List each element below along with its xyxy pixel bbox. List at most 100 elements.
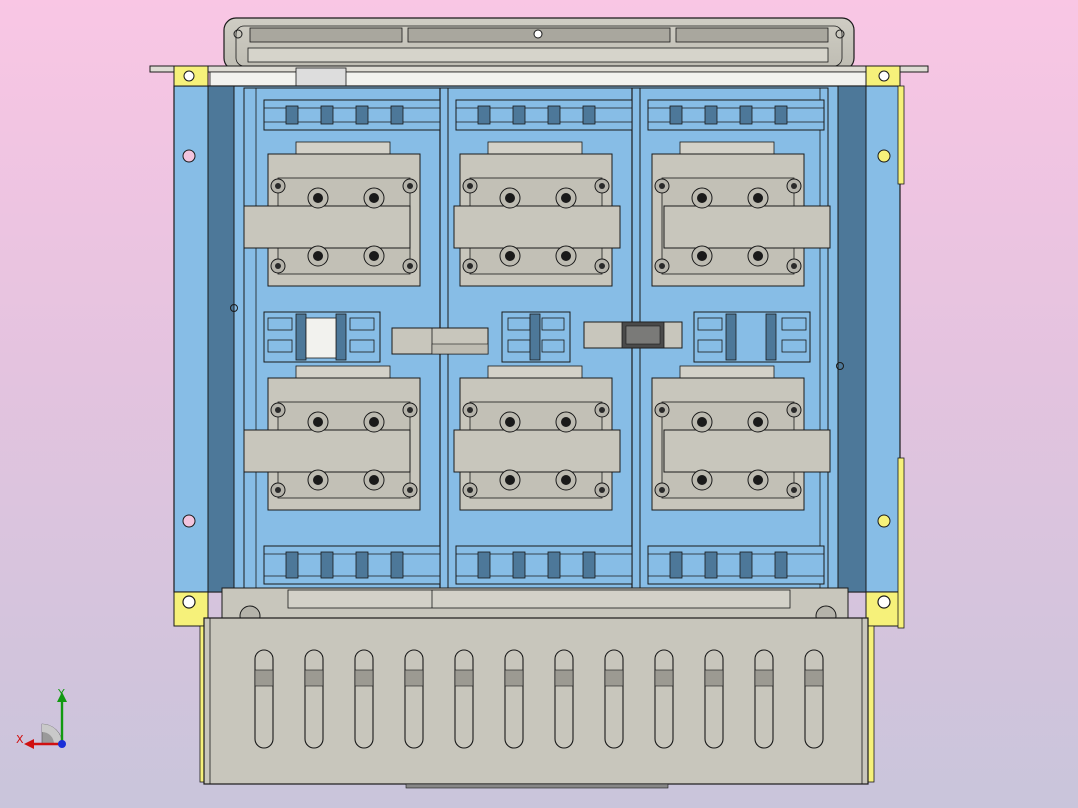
vent-slot-insert: [754, 669, 774, 687]
mount-screw-hole: [407, 487, 413, 493]
terminal-hole: [313, 251, 323, 261]
rail-clip: [739, 105, 753, 125]
mount-screw-hole: [275, 263, 281, 269]
y-axis-label: Y: [58, 687, 65, 700]
mount-screw-hole: [659, 487, 665, 493]
terminal-hole: [753, 193, 763, 203]
top-cap: [223, 17, 855, 71]
clip-rail: [455, 99, 633, 131]
mount-screw-hole: [467, 407, 473, 413]
terminal-hole: [313, 193, 323, 203]
power-module: [453, 365, 621, 511]
terminal-hole: [561, 251, 571, 261]
power-modules: [243, 141, 831, 511]
busbar: [243, 205, 411, 249]
power-module: [243, 141, 421, 287]
vent-slot-insert: [454, 669, 474, 687]
vent-slot-insert: [504, 669, 524, 687]
vent-slot: [504, 649, 524, 749]
mount-screw-hole: [407, 263, 413, 269]
terminal-hole: [697, 475, 707, 485]
rail-clip: [355, 105, 369, 125]
vent-slot-insert: [604, 669, 624, 687]
rail-clip: [320, 551, 334, 579]
terminal-hole: [313, 417, 323, 427]
busbar: [663, 205, 831, 249]
vent-slot-outline: [704, 649, 724, 749]
clip-rail: [263, 545, 441, 585]
y-axis-arrow-icon: [57, 692, 67, 702]
terminal-hole: [561, 417, 571, 427]
terminal-hole: [753, 251, 763, 261]
x-axis-arrow-icon: [24, 739, 34, 749]
vent-slot-insert: [554, 669, 574, 687]
rail-clip: [669, 105, 683, 125]
rail-clip: [669, 551, 683, 579]
terminal-hole: [753, 417, 763, 427]
vent-slot: [804, 649, 824, 749]
rail-clip: [320, 105, 334, 125]
mount-screw-hole: [467, 487, 473, 493]
vent-slot: [754, 649, 774, 749]
vent-slot-outline: [604, 649, 624, 749]
mount-screw-hole: [659, 407, 665, 413]
terminal-hole: [561, 193, 571, 203]
x-axis-label: X: [16, 733, 24, 746]
rail-clip: [285, 105, 299, 125]
vent-slot-outline: [404, 649, 424, 749]
terminal-hole: [697, 193, 707, 203]
mount-screw-hole: [791, 487, 797, 493]
vent-slot: [554, 649, 574, 749]
vent-slot: [604, 649, 624, 749]
vent-slot-insert: [704, 669, 724, 687]
rail-clip: [477, 551, 491, 579]
rail-clip: [704, 551, 718, 579]
terminal-hole: [561, 475, 571, 485]
clip-rail: [647, 99, 825, 131]
vent-slot-outline: [504, 649, 524, 749]
coordinate-triad-icon: [24, 692, 67, 749]
terminal-hole: [313, 475, 323, 485]
vent-slot-outline: [554, 649, 574, 749]
z-axis-icon: [58, 740, 66, 748]
vent-slots: [254, 649, 824, 749]
mount-screw-hole: [791, 183, 797, 189]
rail-clip: [774, 551, 788, 579]
vent-slot: [354, 649, 374, 749]
busbar: [663, 429, 831, 473]
power-module: [651, 365, 831, 511]
rail-clip: [477, 105, 491, 125]
mount-screw-hole: [599, 407, 605, 413]
mount-screw-hole: [659, 183, 665, 189]
front-vent-cover: [203, 617, 869, 789]
terminal-hole: [369, 193, 379, 203]
rail-clip: [355, 551, 369, 579]
rail-clip: [739, 551, 753, 579]
mount-screw-hole: [467, 263, 473, 269]
triad-highlight-icon: [42, 724, 62, 744]
rail-clip: [390, 551, 404, 579]
vent-slot-outline: [804, 649, 824, 749]
power-module: [243, 365, 421, 511]
rail-clip: [512, 105, 526, 125]
mount-screw-hole: [599, 183, 605, 189]
vent-slot: [454, 649, 474, 749]
vent-slot: [304, 649, 324, 749]
vent-slot: [404, 649, 424, 749]
mount-screw-hole: [407, 407, 413, 413]
vent-slot-insert: [804, 669, 824, 687]
rail-clip: [774, 105, 788, 125]
vent-slot: [654, 649, 674, 749]
rail-clip: [547, 551, 561, 579]
vent-slot: [254, 649, 274, 749]
vent-slot-insert: [254, 669, 274, 687]
terminal-hole: [697, 417, 707, 427]
vent-slot-outline: [254, 649, 274, 749]
vent-slot-outline: [754, 649, 774, 749]
vent-slot-outline: [454, 649, 474, 749]
terminal-hole: [505, 251, 515, 261]
terminal-hole: [369, 475, 379, 485]
rail-clip: [512, 551, 526, 579]
